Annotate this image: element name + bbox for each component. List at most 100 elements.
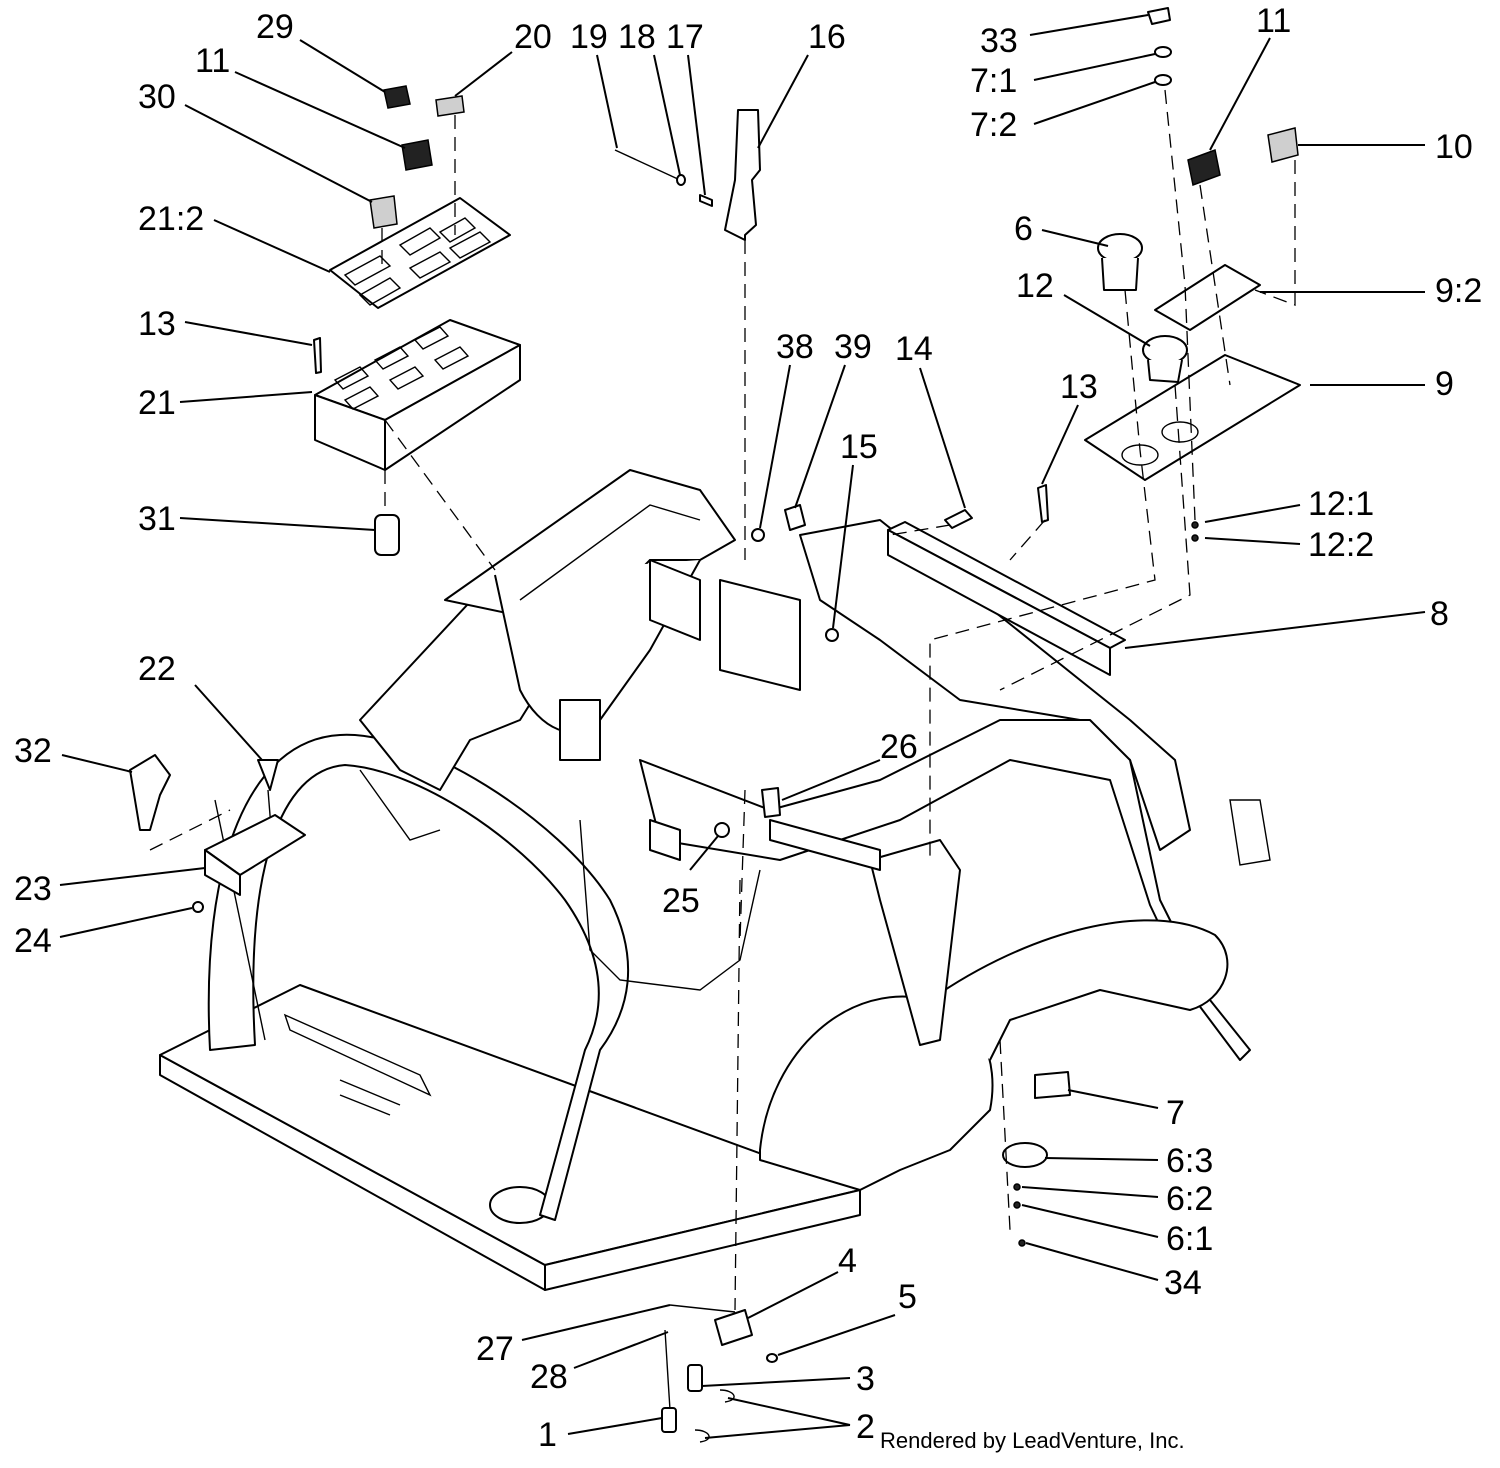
leader-2a [727,1397,851,1426]
leader-11-right [1209,37,1271,151]
leader-7-2 [1033,81,1156,125]
leader-16 [757,54,809,149]
callout-9: 9 [1435,365,1454,403]
washer-7-1-icon [1154,46,1172,58]
leader-26 [781,759,881,801]
wire-28-icon [664,1329,671,1411]
leader-12 [1063,294,1151,347]
callout-11-left: 11 [195,42,230,80]
screw-27-icon [669,1304,736,1313]
callout-21: 21 [138,384,176,422]
screw-13-left-icon [313,337,322,374]
switch-11-right-icon [1187,148,1221,187]
leader-27 [521,1304,671,1341]
lever-16-icon [724,109,761,241]
callout-16: 16 [808,18,846,56]
bezel-6-3-icon [1002,1142,1048,1168]
clamp-26-icon [761,787,781,818]
bolt-19-icon [614,149,681,181]
render-credit: Rendered by LeadVenture, Inc. [880,1428,1185,1453]
callout-19: 19 [570,18,608,56]
leader-34 [1025,1242,1159,1281]
knob-31-icon [374,514,400,556]
leader-21 [179,391,313,403]
switch-4-icon [714,1309,753,1346]
callout-28: 28 [530,1358,568,1396]
washer-18-icon [676,174,686,186]
callout-4: 4 [838,1242,857,1280]
callout-9-2: 9:2 [1435,272,1482,310]
screw-24-icon [192,901,204,913]
knob-32-icon [129,754,171,831]
leader-23 [59,867,206,886]
leader-7-1 [1033,53,1156,81]
leader-13-left [184,321,313,346]
callout-22: 22 [138,650,176,688]
callouts: 29 11 30 20 21:2 13 21 31 19 18 17 16 [14,2,1482,1454]
leader-13-right [1041,404,1079,485]
leader-7 [1067,1089,1159,1109]
callout-7: 7 [1166,1094,1185,1132]
plug-20-icon [435,95,465,117]
leader-28 [573,1331,669,1369]
leader-20 [454,51,513,97]
callout-29: 29 [256,8,294,46]
callout-3: 3 [856,1360,875,1398]
screw-13-right-icon [1037,484,1049,523]
nut-25-icon [714,822,730,838]
leader-11-left [234,71,406,149]
callout-30: 30 [138,78,176,116]
switch-30-icon [369,195,398,229]
spacer-17-icon [699,194,713,207]
main-frame [159,469,1271,1291]
leader-25 [689,835,719,871]
nut-6-2-icon [1013,1183,1021,1191]
callout-15: 15 [840,428,878,466]
switch-29-icon [383,85,411,109]
plug-10-icon [1267,127,1299,163]
leader-6 [1041,229,1109,247]
callout-12-1: 12:1 [1308,485,1374,523]
plug-3-icon [687,1364,703,1392]
part-icons [129,7,1301,1443]
leader-14 [919,367,966,509]
callout-21-2: 21:2 [138,200,204,238]
callout-33: 33 [980,22,1018,60]
nut-34-icon [1018,1239,1026,1247]
leader-6-3 [1044,1157,1159,1161]
leader-18 [653,54,681,176]
callout-26: 26 [880,728,918,766]
leader-12-1 [1204,504,1301,523]
callout-2: 2 [856,1408,875,1446]
callout-34: 34 [1164,1264,1202,1302]
callout-14: 14 [895,330,933,368]
callout-31: 31 [138,500,176,538]
leader-4 [747,1271,839,1319]
gauge-12-icon [1142,335,1188,365]
leader-32 [61,754,133,773]
decal-21-2-icon [329,197,511,309]
nut-6-1-icon [1013,1201,1021,1209]
leader-1 [567,1417,663,1435]
leader-15 [832,464,854,629]
panel-9-icon [1084,354,1301,481]
leader-8 [1124,611,1426,649]
callout-10: 10 [1435,128,1473,166]
decal-9-2-icon [1154,264,1261,331]
callout-25: 25 [662,882,700,920]
leader-3 [701,1377,851,1387]
callout-6-2: 6:2 [1166,1180,1213,1218]
callout-13-right: 13 [1060,368,1098,406]
callout-38: 38 [776,328,814,366]
callout-6-3: 6:3 [1166,1142,1213,1180]
leader-19 [596,54,618,149]
washer-5-icon [766,1353,778,1363]
leader-29 [299,39,386,93]
leader-6-1 [1021,1204,1159,1238]
callout-23: 23 [14,870,52,908]
callout-7-2: 7:2 [970,106,1017,144]
callout-27: 27 [476,1330,514,1368]
washer-7-2-icon [1154,74,1172,86]
leader-22 [194,684,263,761]
